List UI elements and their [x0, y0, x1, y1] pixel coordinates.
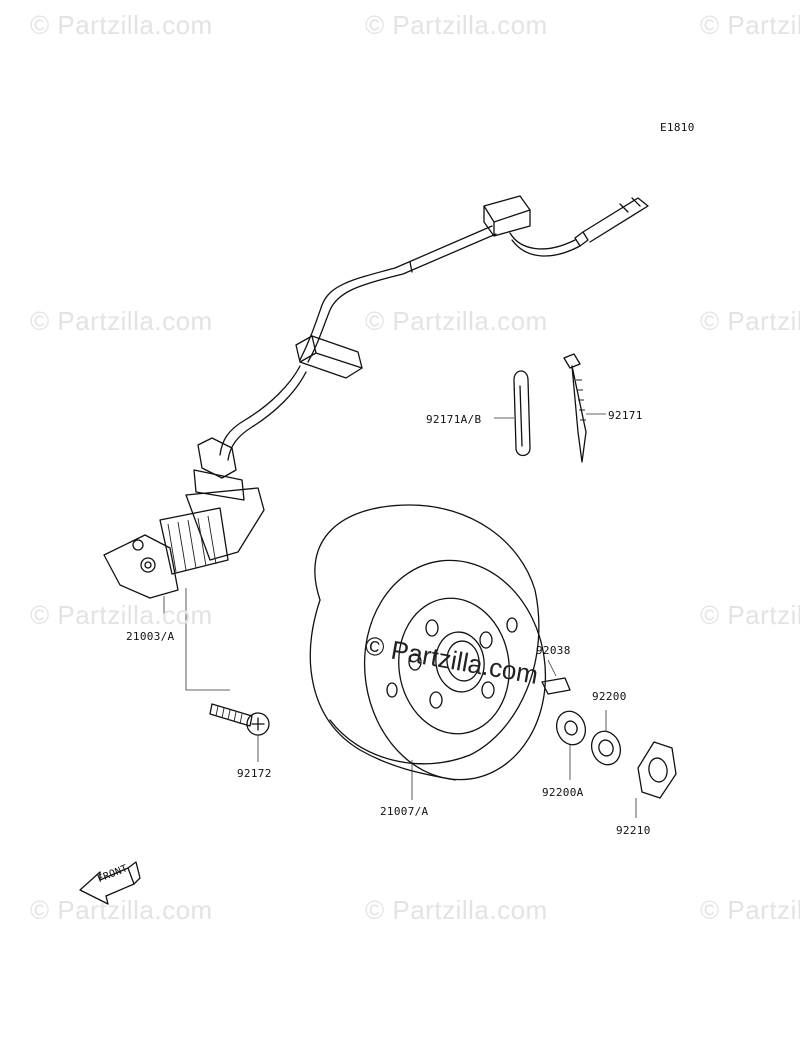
watermark: © Partzilla.com	[365, 895, 548, 925]
part-label-92200[interactable]: 92200	[592, 690, 627, 703]
part-label-21003a[interactable]: 21003/A	[126, 630, 175, 643]
small-parts-drawing	[541, 659, 677, 818]
part-label-92172[interactable]: 92172	[237, 767, 272, 780]
watermark: © Partzilla.com	[365, 306, 548, 336]
watermark: © Partzilla.com	[30, 10, 213, 40]
part-label-92171[interactable]: 92171	[608, 409, 643, 422]
part-label-21007a[interactable]: 21007/A	[380, 805, 429, 818]
bolt-drawing	[185, 588, 270, 762]
watermark: © Partzilla.com	[30, 895, 213, 925]
stator-coil-drawing	[103, 437, 265, 618]
part-label-92200a[interactable]: 92200A	[542, 786, 584, 799]
watermark: © Partzilla.com	[700, 600, 800, 630]
watermark: © Partzilla.com	[700, 895, 800, 925]
front-arrow-icon	[79, 861, 141, 905]
diagram-code: E1810	[660, 121, 695, 134]
part-label-92171ab[interactable]: 92171A/B	[426, 413, 482, 426]
watermark: © Partzilla.com	[30, 306, 213, 336]
watermark: © Partzilla.com	[30, 600, 213, 630]
flywheel-drawing	[309, 504, 547, 800]
part-label-92038[interactable]: 92038	[536, 644, 571, 657]
cable-ties-drawing	[494, 353, 606, 463]
watermark: © Partzilla.com	[365, 10, 548, 40]
watermark: © Partzilla.com	[700, 306, 800, 336]
part-label-92210[interactable]: 92210	[616, 824, 651, 837]
wiring-harness	[219, 195, 649, 461]
watermark: © Partzilla.com	[700, 10, 800, 40]
